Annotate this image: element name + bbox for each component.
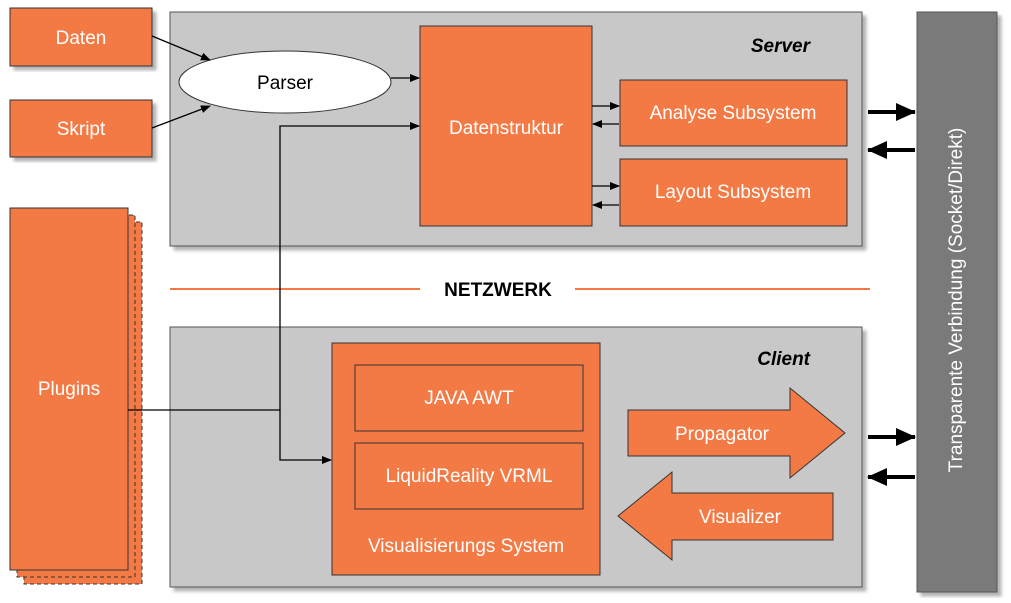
datenstruktur-label: Datenstruktur	[449, 118, 564, 139]
connection-bar	[916, 11, 998, 593]
plugins-label: Plugins	[38, 379, 100, 400]
visualizer-label: Visualizer	[699, 507, 782, 528]
parser-label: Parser	[257, 73, 314, 94]
analyse-subsystem-box	[619, 79, 848, 147]
skript-label: Skript	[57, 119, 106, 140]
network-label: NETZWERK	[444, 280, 552, 301]
client-title: Client	[757, 349, 810, 370]
java-awt-box	[354, 364, 584, 432]
parser-ellipse	[178, 50, 392, 114]
java-awt-label: JAVA AWT	[424, 388, 514, 409]
server-title: Server	[751, 36, 812, 57]
plugins-box	[9, 207, 129, 571]
daten-label: Daten	[56, 28, 107, 49]
layout-subsystem-box	[619, 158, 848, 227]
visualisierungs-system-label: Visualisierungs System	[368, 536, 564, 557]
visualizer-arrow	[617, 470, 834, 562]
daten-to-parser-arrow	[151, 35, 211, 61]
plugins-to-visualisierung-arrow	[279, 410, 332, 464]
skript-to-parser-arrow	[151, 105, 211, 129]
skript-box	[9, 99, 153, 158]
connection-label: Transparente Verbindung (Socket/Direkt)	[946, 128, 967, 473]
propagator-arrow	[627, 386, 846, 480]
layout-subsystem-label: Layout Subsystem	[655, 182, 811, 203]
propagator-label: Propagator	[675, 424, 770, 445]
daten-box	[9, 7, 153, 67]
liquidreality-box	[354, 442, 584, 510]
datenstruktur-box	[419, 25, 593, 227]
analyse-subsystem-label: Analyse Subsystem	[650, 103, 817, 124]
liquidreality-label: LiquidReality VRML	[386, 466, 553, 487]
plugins-to-datenstruktur-arrow	[128, 122, 420, 411]
